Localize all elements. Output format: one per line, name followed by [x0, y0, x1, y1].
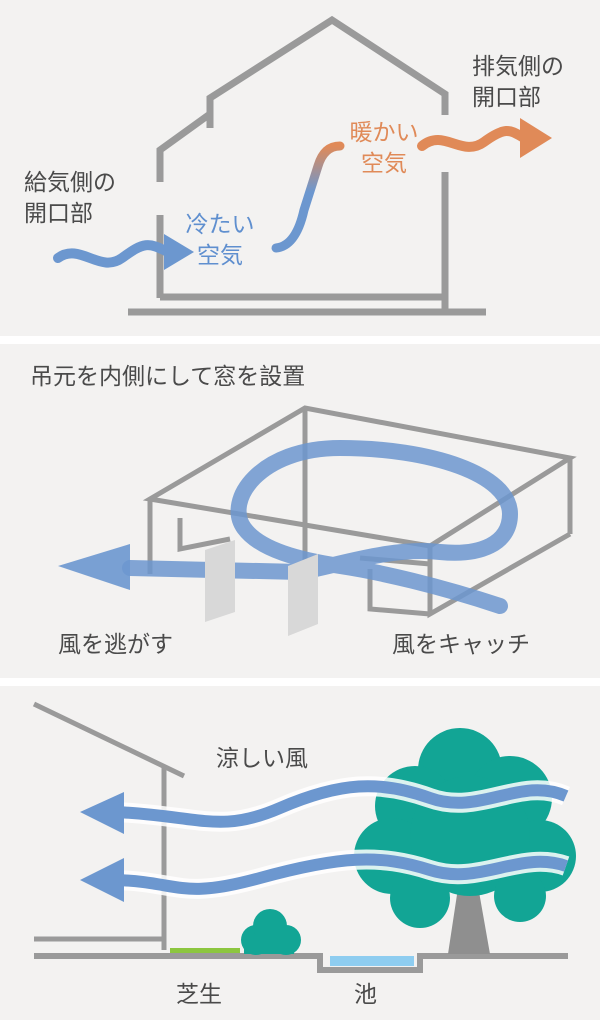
window-pane-left	[205, 540, 235, 622]
cool-air-label: 冷たい 空気	[185, 212, 255, 269]
stack-ventilation-diagram	[53, 15, 552, 316]
cool-wind-label: 涼しい風	[216, 746, 308, 772]
window-title: 吊元を内側にして窓を設置	[30, 364, 306, 390]
pond-label: 池	[354, 982, 377, 1008]
wind-wave-lower	[115, 853, 568, 895]
catch-wind-label: 風をキャッチ	[392, 632, 530, 658]
wind-arrowhead-lower	[80, 858, 124, 902]
room-right-opening	[367, 569, 431, 617]
exhaust-opening-label: 排気側の 開口部	[472, 54, 564, 111]
window-placement-diagram	[58, 405, 577, 636]
garden-cooling-diagram	[32, 701, 576, 973]
ground-line	[34, 953, 568, 973]
warm-air-outflow-arrow	[417, 126, 529, 152]
wind-arrowhead-upper	[80, 792, 124, 834]
cool-air-arrowhead	[164, 234, 194, 270]
pond	[330, 956, 414, 966]
swirl-air-path	[122, 439, 519, 614]
escape-wind-label: 風を逃がす	[58, 632, 173, 658]
cool-air-inflow-arrow	[53, 240, 173, 268]
house-outline	[156, 15, 449, 182]
lawn-strip	[170, 948, 240, 953]
escape-arrowhead	[58, 544, 130, 590]
stack-ventilation-panel: 給気側の 開口部 排気側の 開口部 冷たい 空気 暖かい 空気	[0, 0, 600, 336]
rising-warm-air-path	[271, 141, 345, 253]
window-placement-panel: 吊元を内側にして窓を設置 風を逃がす 風をキャッチ	[0, 344, 600, 678]
warm-air-arrowhead	[520, 118, 552, 158]
lawn-label: 芝生	[176, 982, 222, 1008]
shrub	[241, 909, 301, 955]
garden-cooling-panel: 涼しい風 芝生 池	[0, 686, 600, 1020]
warm-air-label: 暖かい 空気	[349, 120, 419, 177]
window-pane-right	[288, 554, 318, 636]
room-left-opening	[177, 518, 231, 553]
house-roofline	[32, 701, 186, 779]
wind-wave-upper	[115, 780, 569, 828]
supply-opening-label: 給気側の 開口部	[24, 170, 116, 227]
